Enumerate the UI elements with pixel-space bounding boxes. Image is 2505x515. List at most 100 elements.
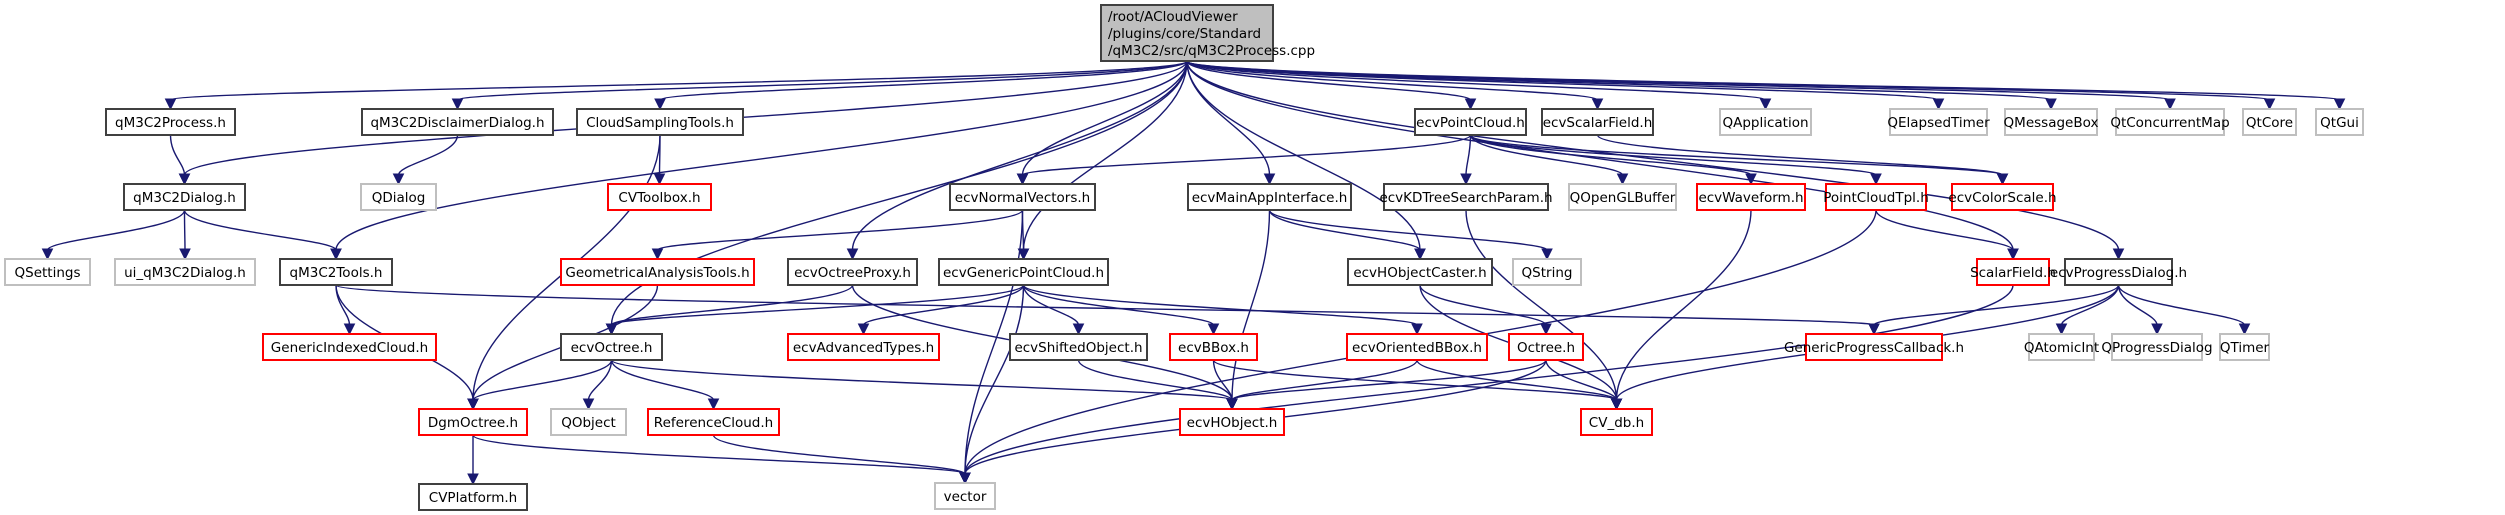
arrowhead-icon [653, 173, 666, 186]
arrowhead-icon [1591, 98, 1604, 111]
edge-line [1186, 60, 2271, 101]
node-label: /qM3C2/src/qM3C2Process.cpp [1108, 43, 1315, 59]
node-box [1508, 333, 1584, 361]
node-ecvgenericpointcloud-h[interactable]: ecvGenericPointCloud.h [938, 258, 1109, 286]
node-ecvnormalvectors-h[interactable]: ecvNormalVectors.h [949, 183, 1096, 211]
node-label: ecvOctreeProxy.h [794, 265, 911, 281]
node-octree-h[interactable]: Octree.h [1508, 333, 1584, 361]
node-ecvbbox-h[interactable]: ecvBBox.h [1169, 333, 1258, 361]
node-dgmoctree-h[interactable]: DgmOctree.h [418, 408, 528, 436]
arrowhead-icon [41, 248, 54, 261]
edge-root-to-ecvoctreeproxy-h [846, 60, 1188, 261]
node-ecvprogressdialog-h[interactable]: ecvProgressDialog.h [2050, 258, 2187, 286]
node-ecvhobject-h[interactable]: ecvHObject.h [1179, 408, 1285, 436]
node-label: QString [1522, 265, 1573, 281]
node-cvplatform-h[interactable]: CVPlatform.h [418, 483, 528, 511]
arrowhead-icon [467, 473, 479, 486]
edge-line [1186, 60, 1472, 101]
node-referencecloud-h[interactable]: ReferenceCloud.h [647, 408, 780, 436]
edge-root-to-ecvprogressdialog-h [1186, 60, 2125, 261]
edge-root-to-qapplication [1186, 60, 1772, 111]
edge-root-to-ecvnormalvectors-h [1016, 60, 1188, 186]
node-ecvhobjectcaster-h[interactable]: ecvHObjectCaster.h [1347, 258, 1493, 286]
edge-root-to-ecvpointcloud-h [1186, 60, 1477, 111]
node-ecvkdtreesearchparam-h[interactable]: ecvKDTreeSearchParam.h [1379, 183, 1553, 211]
arrowhead-icon [1072, 323, 1085, 336]
arrowhead-icon [1017, 248, 1030, 261]
node-ecvorientedbbox-h[interactable]: ecvOrientedBBox.h [1346, 333, 1488, 361]
arrowhead-icon [164, 98, 177, 111]
node-box [4, 258, 91, 286]
edge-ecvmainappinterface-h-to-ecvhobjectcaster-h [1268, 209, 1426, 261]
edge-line [1545, 359, 1618, 401]
edge-ecvgenericpointcloud-h-to-ecvshiftedobject-h [1022, 284, 1085, 336]
node-genericindexedcloud-h[interactable]: GenericIndexedCloud.h [262, 333, 437, 361]
edge-line [1022, 284, 1418, 326]
node-qelapsedtimer: QElapsedTimer [1887, 108, 1990, 136]
edge-line [587, 359, 613, 401]
node-ecvoctreeproxy-h[interactable]: ecvOctreeProxy.h [787, 258, 918, 286]
edge-qm3c2dialog-h-to-qsettings [41, 209, 186, 261]
edge-line [1416, 359, 1618, 401]
node-qm3c2process-h[interactable]: qM3C2Process.h [105, 108, 236, 136]
node-qm3c2dialog-h[interactable]: qM3C2Dialog.h [123, 183, 246, 211]
node-label: QProgressDialog [2101, 340, 2212, 356]
edge-line [1469, 134, 1877, 176]
node-ecvwaveform-h[interactable]: ecvWaveform.h [1696, 183, 1806, 211]
node-box [262, 333, 437, 361]
node-box [2315, 108, 2364, 136]
node-box [1951, 183, 2054, 211]
edge-ecvpointcloud-h-to-ecvnormalvectors-h [1016, 134, 1472, 186]
arrowhead-icon [1464, 98, 1477, 111]
edge-line [1186, 60, 1767, 101]
edge-line [1186, 60, 2120, 251]
arrowhead-icon [392, 173, 405, 186]
node-ecvshiftedobject-h[interactable]: ecvShiftedObject.h [1009, 333, 1148, 361]
edge-line [2117, 284, 2246, 326]
node-box [934, 482, 996, 510]
node-ecvscalarfield-h[interactable]: ecvScalarField.h [1541, 108, 1654, 136]
node-box [1414, 108, 1527, 136]
edge-ecvpointcloud-h-to-ecvwaveform-h [1469, 134, 1757, 186]
node-box [1169, 333, 1258, 361]
node-ecvcolorscale-h[interactable]: ecvColorScale.h [1948, 183, 2057, 211]
arrowhead-icon [959, 472, 971, 485]
node-cv-db-h[interactable]: CV_db.h [1580, 408, 1653, 436]
edge-ecvoctree-h-to-dgmoctree-h [467, 359, 613, 411]
edge-root-to-qtgui [1186, 60, 2346, 111]
node-ecvpointcloud-h[interactable]: ecvPointCloud.h [1414, 108, 1527, 136]
node-box [2219, 333, 2270, 361]
node-pointcloudtpl-h[interactable]: PointCloudTpl.h [1823, 183, 1929, 211]
arrowhead-icon [1460, 173, 1472, 186]
node-label: QtGui [2320, 115, 2359, 131]
node-scalarfield-h[interactable]: ScalarField.h [1970, 258, 2056, 286]
node-box [1568, 183, 1677, 211]
node-label: ecvOrientedBBox.h [1352, 340, 1482, 356]
node-box [560, 258, 755, 286]
node-qm3c2tools-h[interactable]: qM3C2Tools.h [279, 258, 393, 286]
node-label: GenericIndexedCloud.h [271, 340, 428, 356]
node-cloudsamplingtools-h[interactable]: CloudSamplingTools.h [576, 108, 744, 136]
node-ecvadvancedtypes-h[interactable]: ecvAdvancedTypes.h [787, 333, 940, 361]
nodes-layer: /root/ACloudViewer/plugins/core/Standard… [4, 4, 2364, 511]
edge-line [1875, 209, 2014, 251]
node-genericprogresscallback-h[interactable]: GenericProgressCallback.h [1784, 333, 1964, 361]
arrowhead-icon [582, 398, 595, 411]
node-ecvoctree-h[interactable]: ecvOctree.h [560, 333, 663, 361]
node-qsettings: QSettings [4, 258, 91, 286]
node-qm3c2disclaimerdialog-h[interactable]: qM3C2DisclaimerDialog.h [361, 108, 554, 136]
edge-line [472, 359, 613, 401]
node-box [2111, 333, 2203, 361]
edge-line [2117, 284, 2158, 326]
edge-ecvpointcloud-h-to-pointcloudtpl-h [1469, 134, 1882, 186]
node-label: QObject [561, 415, 616, 431]
node-root[interactable]: /root/ACloudViewer/plugins/core/Standard… [1100, 4, 1315, 62]
node-box [2115, 108, 2225, 136]
node-box [1383, 183, 1549, 211]
node-ecvmainappinterface-h[interactable]: ecvMainAppInterface.h [1187, 183, 1352, 211]
arrowhead-icon [179, 248, 191, 261]
edge-ecvprogressdialog-h-to-qprogressdialog [2117, 284, 2163, 336]
node-geometricalanalysistools-h[interactable]: GeometricalAnalysisTools.h [560, 258, 755, 286]
node-label: ecvProgressDialog.h [2050, 265, 2187, 281]
node-cvtoolbox-h[interactable]: CVToolbox.h [607, 183, 712, 211]
